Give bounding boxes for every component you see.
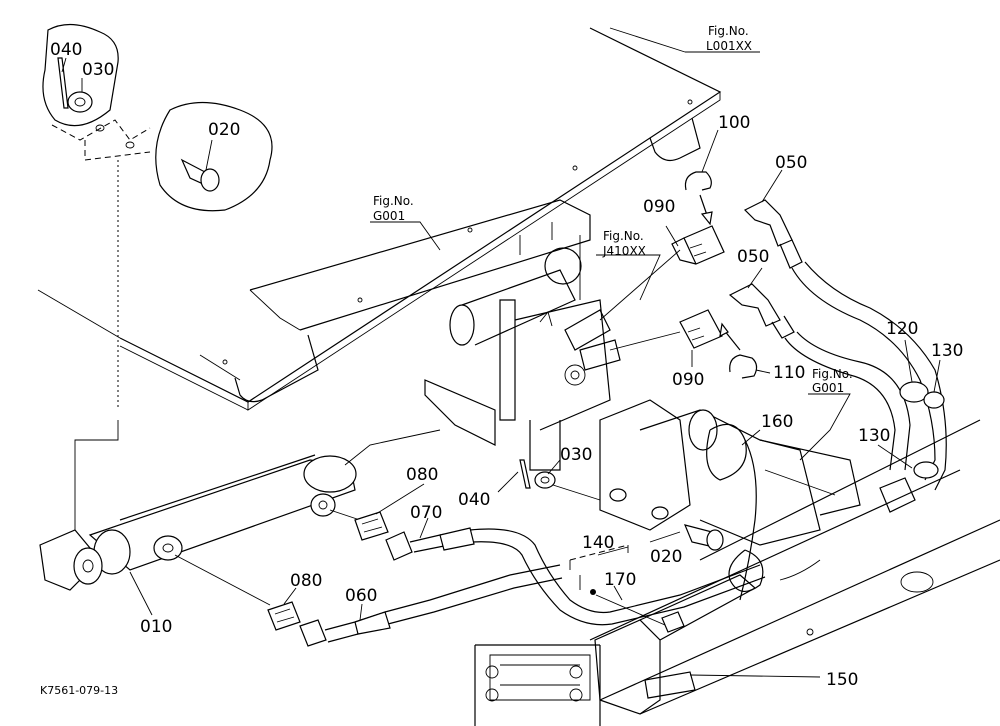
diagram-label: G001 bbox=[373, 209, 405, 223]
pin-detail-breakout bbox=[42, 23, 273, 530]
upper-frame-plate bbox=[37, 27, 722, 411]
sensor-bracket bbox=[569, 544, 821, 678]
part-callout-130: 130 bbox=[931, 341, 963, 361]
part-callout-120: 120 bbox=[886, 319, 918, 339]
drawing-code: K7561-079-13 bbox=[40, 684, 118, 697]
diagram-label: J410XX bbox=[602, 244, 646, 258]
part-callout-080: 080 bbox=[406, 465, 438, 485]
part-callout-100: 100 bbox=[718, 113, 750, 133]
part-callout-050: 050 bbox=[775, 153, 807, 173]
part-callout-170: 170 bbox=[604, 570, 636, 590]
part-callout-080: 080 bbox=[290, 571, 322, 591]
part-callout-070: 070 bbox=[410, 503, 442, 523]
part-callout-090: 090 bbox=[672, 370, 704, 390]
figure-ref-g001-top: Fig.No. G001 bbox=[373, 194, 414, 223]
valve-bracket-assembly bbox=[424, 222, 621, 471]
diagram-label: Fig.No. bbox=[812, 367, 853, 381]
figure-ref-j410xx: Fig.No. J410XX bbox=[602, 229, 646, 258]
part-callout-050: 050 bbox=[737, 247, 769, 267]
inset-detail bbox=[474, 644, 601, 726]
hydraulic-cylinder bbox=[39, 429, 441, 606]
diagram-label: Fig.No. bbox=[373, 194, 414, 208]
part-callout-030: 030 bbox=[560, 445, 592, 465]
part-callout-040: 040 bbox=[50, 40, 82, 60]
figure-ref-g001-right: Fig.No. G001 bbox=[812, 367, 853, 395]
part-callout-010: 010 bbox=[140, 617, 172, 637]
hoses-lower bbox=[267, 511, 766, 647]
part-callout-160: 160 bbox=[761, 412, 793, 432]
part-callout-150: 150 bbox=[826, 670, 858, 690]
part-callout-090: 090 bbox=[643, 197, 675, 217]
lower-frame bbox=[589, 419, 1000, 715]
diagram-label: Fig.No. bbox=[603, 229, 644, 243]
figure-ref-l001xx: Fig.No. L001XX bbox=[706, 24, 752, 53]
upper-fittings bbox=[599, 171, 947, 513]
part-callout-110: 110 bbox=[773, 363, 805, 383]
diagram-label: L001XX bbox=[706, 39, 752, 53]
part-callout-020: 020 bbox=[208, 120, 240, 140]
side-rail bbox=[249, 199, 591, 331]
diagram-label: Fig.No. bbox=[708, 24, 749, 38]
lift-arm-assembly bbox=[519, 399, 861, 601]
diagram-label: G001 bbox=[812, 381, 844, 395]
part-callout-040: 040 bbox=[458, 490, 490, 510]
part-callouts: 040 030 020 100 050 090 050 120 130 110 … bbox=[50, 40, 963, 690]
part-callout-020: 020 bbox=[650, 547, 682, 567]
part-callout-060: 060 bbox=[345, 586, 377, 606]
part-callout-140: 140 bbox=[582, 533, 614, 553]
part-callout-130: 130 bbox=[858, 426, 890, 446]
part-callout-030: 030 bbox=[82, 60, 114, 80]
leader-lines bbox=[61, 27, 941, 621]
